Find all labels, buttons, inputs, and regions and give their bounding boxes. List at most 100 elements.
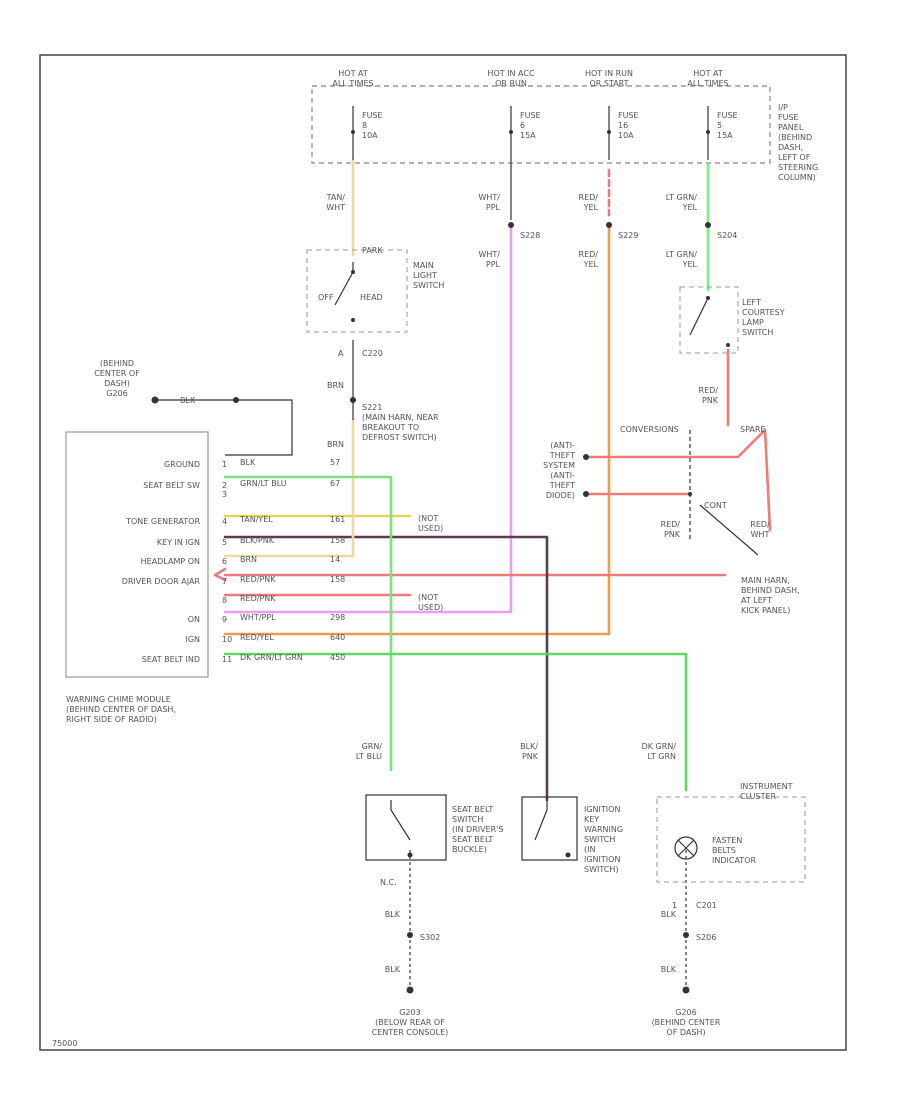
not-used-label-2-line-2: USED)	[418, 603, 443, 612]
ip-fuse-panel-label-line-1: I/P	[778, 103, 788, 112]
module-pin-num-4: 4	[222, 517, 227, 526]
fuse-16-label-line-3: 10A	[618, 131, 634, 140]
ground-label-g206-top-line-4: G206	[106, 389, 127, 398]
wire-label-ltgrn-yel-a-line-1: LT GRN/	[666, 193, 698, 202]
module-pin-num-10: 10	[222, 635, 232, 644]
wire-blk-ground	[155, 399, 293, 456]
module-pin-wire-7: RED/PNK	[240, 575, 276, 584]
module-pin-wire-6: BRN	[240, 555, 257, 564]
fuses	[351, 106, 710, 160]
ip-fuse-panel-label-line-2: FUSE	[778, 113, 799, 122]
module-pin-num-1: 1	[222, 460, 227, 469]
wire-label-grn-ltblu-line-1: GRN/	[362, 742, 383, 751]
warning-module-label-line-3: RIGHT SIDE OF RADIO)	[66, 715, 157, 724]
wire-label-dkgrn-ltgrn-line-2: LT GRN	[647, 752, 676, 761]
ground-label-g206-top-line-3: DASH)	[104, 379, 130, 388]
module-pin-circuit-9: 298	[330, 613, 345, 622]
ground-label-g203-line-3: CENTER CONSOLE)	[372, 1028, 449, 1037]
main-light-switch-label-line-3: SWITCH	[413, 281, 444, 290]
connector-label-c220: C220	[362, 349, 383, 358]
module-pin-wire-11: DK GRN/LT GRN	[240, 653, 303, 662]
anti-theft-label-line-4: (ANTI-	[550, 471, 575, 480]
hot-label-2-line-2: OR RUN	[495, 79, 527, 88]
module-pin-name-2: SEAT BELT SW	[143, 481, 200, 490]
mls-park-label: PARK	[362, 246, 383, 255]
antitheft-pin-1	[583, 454, 589, 460]
seat-belt-switch-contact	[390, 800, 411, 841]
warning-module-label-line-1: WARNING CHIME MODULE	[66, 695, 171, 704]
splice-s302	[407, 932, 413, 938]
mls-off-label: OFF	[318, 293, 334, 302]
connector-label-c201: C201	[696, 901, 717, 910]
ground-label-g203-line-2: (BELOW REAR OF	[375, 1018, 445, 1027]
wire-grn-ltblu	[223, 475, 393, 772]
wire-label-wht-ppl-b-line-2: PPL	[486, 260, 501, 269]
ip-fuse-panel-label-line-3: PANEL	[778, 123, 804, 132]
wire-label-red-yel-b-line-2: YEL	[583, 260, 599, 269]
left-courtesy-label-line-4: SWITCH	[742, 328, 773, 337]
fasten-belts-lamp-filament	[677, 839, 695, 857]
ground-label-g203-line-1: G203	[399, 1008, 420, 1017]
warning-module-label-line-2: (BEHIND CENTER OF DASH,	[66, 705, 176, 714]
main-harn-label-line-4: KICK PANEL)	[741, 606, 790, 615]
figure-id: 75000	[52, 1039, 77, 1048]
seat-belt-switch-label-line-5: BUCKLE)	[452, 845, 487, 854]
wire-label-blk: BLK	[180, 396, 196, 405]
wire-label-brn-a: BRN	[327, 381, 344, 390]
anti-theft-label-line-6: DIODE)	[546, 491, 575, 500]
ignition-key-label-line-2: KEY	[584, 815, 599, 824]
anti-theft-label-line-3: SYSTEM	[543, 461, 575, 470]
hot-label-3-line-1: HOT IN RUN	[585, 69, 633, 78]
module-pin-num-2: 2	[222, 481, 227, 490]
wire-label-red-pnk-b-line-1: RED/	[661, 520, 681, 529]
ip-fuse-panel-label-line-7: STEERING	[778, 163, 818, 172]
module-pin-wire-8: RED/PNK	[240, 594, 276, 603]
not-used-label-2-line-1: (NOT	[418, 593, 438, 602]
wire-label-blk-2: BLK	[385, 965, 401, 974]
mls-head-label: HEAD	[360, 293, 383, 302]
fuse-6-label-line-2: 6	[520, 121, 525, 130]
courtesy-switch-box	[679, 286, 739, 354]
splice-label-s204: S204	[717, 231, 737, 240]
wire-label-red-pnk-b-line-2: PNK	[664, 530, 681, 539]
cont-switch	[699, 504, 759, 556]
wire-label-brn-b: BRN	[327, 440, 344, 449]
wire-label-ltgrn-yel-b-line-2: YEL	[682, 260, 698, 269]
wire-label-blk-3: BLK	[661, 910, 677, 919]
module-pin-name-4: TONE GENERATOR	[125, 517, 200, 526]
ip-fuse-panel-label-line-6: LEFT OF	[778, 153, 811, 162]
module-pin-circuit-4: 161	[330, 515, 345, 524]
fuse-16-label-line-1: FUSE	[618, 111, 639, 120]
seat-belt-switch-label-line-1: SEAT BELT	[452, 805, 493, 814]
anti-theft-label-line-5: THEFT	[549, 481, 575, 490]
wire-red-pnk-antitheft-1	[584, 428, 772, 532]
not-used-label-1-line-2: USED)	[418, 524, 443, 533]
wire-label-blk-pnk-line-2: PNK	[522, 752, 539, 761]
main-harn-label-line-1: MAIN HARN,	[741, 576, 790, 585]
splice-ground	[233, 397, 239, 403]
hot-label-1-line-2: ALL TIMES	[332, 79, 373, 88]
fuse-6-label-line-3: 15A	[520, 131, 536, 140]
wire-label-red-wht-line-2: WHT	[751, 530, 770, 539]
wire-brn	[223, 418, 355, 558]
module-pin-name-5: KEY IN IGN	[157, 538, 200, 547]
splice-s206	[683, 932, 689, 938]
module-pin-circuit-10: 640	[330, 633, 345, 642]
left-courtesy-label-line-2: COURTESY	[742, 308, 785, 317]
wire-label-red-wht-line-1: RED/	[750, 520, 770, 529]
wire-label-ltgrn-yel-b-line-1: LT GRN/	[666, 250, 698, 259]
module-pin-name-1: GROUND	[164, 460, 200, 469]
main-harn-label-line-3: AT LEFT	[741, 596, 772, 605]
hot-label-2-line-1: HOT IN ACC	[487, 69, 535, 78]
connector-pin-a: A	[338, 349, 344, 358]
ignition-key-label-line-7: SWITCH)	[584, 865, 619, 874]
wire-label-red-pnk-a-line-2: PNK	[702, 396, 719, 405]
fuse-16-label-line-2: 16	[618, 121, 628, 130]
connector-pin-1: 1	[672, 901, 677, 910]
splice-label-s221-line-1: S221	[362, 403, 382, 412]
module-pin-wire-10: RED/YEL	[240, 633, 274, 642]
instrument-cluster-box	[656, 796, 806, 883]
wire-red-pnk-door-stub	[213, 567, 227, 582]
wire-label-blk-4: BLK	[661, 965, 677, 974]
hot-label-1-line-1: HOT AT	[338, 69, 368, 78]
